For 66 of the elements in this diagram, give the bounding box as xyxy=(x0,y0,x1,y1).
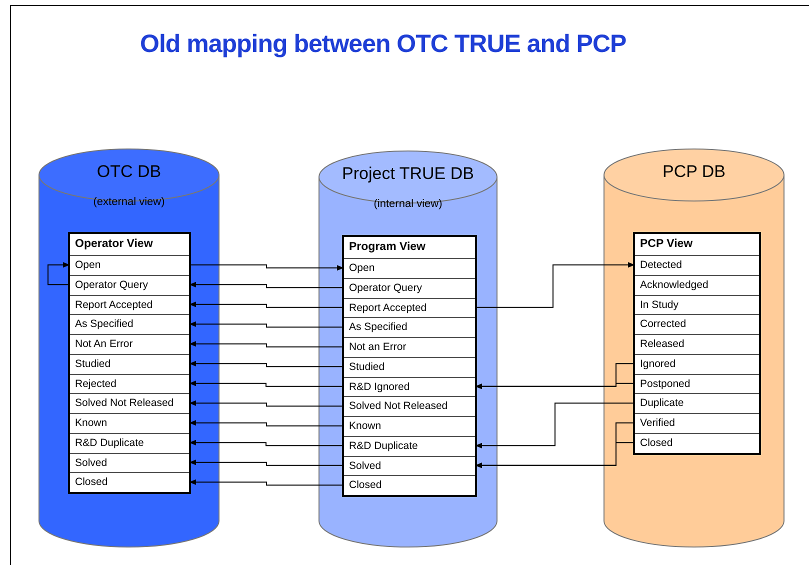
status-row: Detected xyxy=(635,255,759,275)
status-row: Postponed xyxy=(635,374,759,394)
arrow xyxy=(188,302,344,308)
arrow xyxy=(188,479,344,486)
status-row: In Study xyxy=(635,294,759,314)
arrow xyxy=(188,440,344,446)
status-row: As Specified xyxy=(344,317,475,337)
status-row: R&D Duplicate xyxy=(344,436,475,456)
database-cylinder xyxy=(603,148,785,548)
database-subtitle: (external view) xyxy=(92,196,166,208)
status-row: Acknowledged xyxy=(635,274,759,294)
status-row: Corrected xyxy=(635,314,759,334)
status-row: R&D Duplicate xyxy=(70,432,189,452)
status-row: Duplicate xyxy=(635,393,759,413)
arrow xyxy=(188,341,344,348)
database-title: PCP DB xyxy=(662,162,726,182)
status-row: Released xyxy=(635,334,759,354)
status-row: Not An Error xyxy=(70,334,189,354)
arrow xyxy=(188,360,344,368)
status-row: Known xyxy=(70,413,189,433)
database-subtitle: (internal view) xyxy=(372,198,444,210)
table-heading: Program View xyxy=(348,240,426,255)
table-heading: Operator View xyxy=(74,237,154,252)
status-row: Solved Not Released xyxy=(344,396,475,416)
status-row: Report Accepted xyxy=(70,294,189,314)
status-row: As Specified xyxy=(70,314,189,334)
status-row: Operator Query xyxy=(344,278,475,298)
arrow xyxy=(188,321,344,328)
arrow xyxy=(474,402,636,448)
arrow xyxy=(474,382,636,390)
arrow xyxy=(188,380,344,387)
database-title: OTC DB xyxy=(96,162,162,182)
status-row: Verified xyxy=(635,413,759,433)
status-row: Closed xyxy=(344,475,475,495)
arrow xyxy=(188,460,344,466)
arrow xyxy=(474,262,636,308)
status-row: Closed xyxy=(635,432,759,452)
arrow xyxy=(188,400,344,407)
arrow xyxy=(188,282,344,288)
arrow xyxy=(188,420,344,426)
status-row: Solved xyxy=(344,456,475,476)
status-row: Ignored xyxy=(635,354,759,374)
status-row: Solved Not Released xyxy=(70,393,189,413)
arrow xyxy=(474,442,636,468)
status-row: Solved xyxy=(70,452,189,472)
status-row: Open xyxy=(70,255,189,275)
status-row: Rejected xyxy=(70,374,189,394)
status-row: R&D Ignored xyxy=(344,376,475,396)
database-cylinder xyxy=(38,148,220,548)
status-row: Known xyxy=(344,416,475,436)
status-table xyxy=(342,235,477,497)
arrow xyxy=(48,262,70,286)
status-row: Operator Query xyxy=(70,274,189,294)
status-row: Studied xyxy=(70,354,189,374)
database-cylinder xyxy=(318,150,498,548)
table-heading: PCP View xyxy=(639,237,694,252)
status-table xyxy=(633,232,761,454)
status-row: Not an Error xyxy=(344,337,475,357)
arrow xyxy=(188,264,344,271)
status-table xyxy=(68,232,191,494)
status-row: Report Accepted xyxy=(344,298,475,318)
status-row: Studied xyxy=(344,356,475,376)
status-row: Closed xyxy=(70,472,189,492)
status-row: Open xyxy=(344,258,475,278)
database-title: Project TRUE DB xyxy=(341,164,475,184)
diagram-title: Old mapping between OTC TRUE and PCP xyxy=(140,30,626,59)
